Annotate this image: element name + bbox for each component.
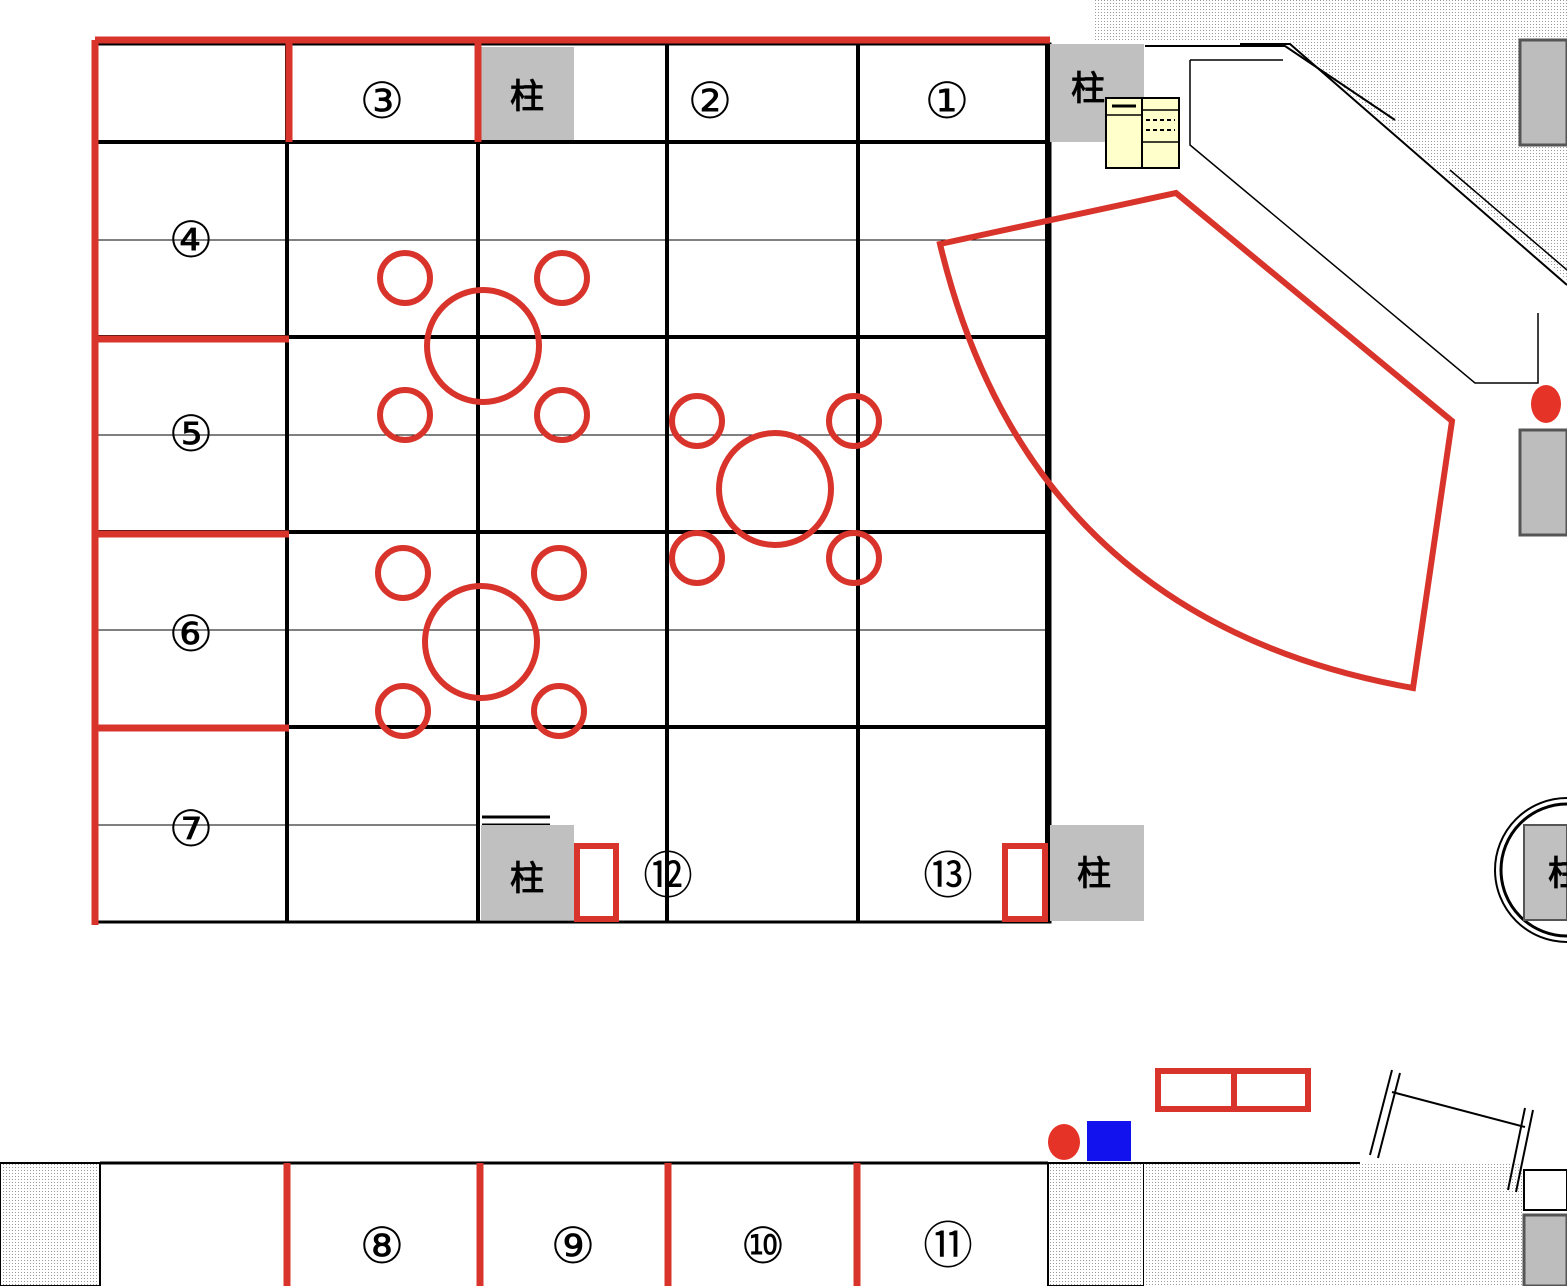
corridor-lines bbox=[1145, 43, 1567, 384]
booth-10-label: ⑩ bbox=[741, 1217, 786, 1275]
booth-9-label: ⑨ bbox=[551, 1217, 596, 1275]
booth-6-label: ⑥ bbox=[169, 605, 214, 663]
round-tables bbox=[375, 250, 882, 739]
round-table bbox=[377, 250, 590, 443]
pillar-label: 柱 bbox=[510, 859, 544, 899]
stage-area bbox=[936, 189, 1456, 692]
pillar-label: 柱 bbox=[1077, 854, 1111, 894]
markers bbox=[1048, 385, 1561, 1161]
booth-12-label: ⑫ bbox=[643, 847, 693, 905]
booth-3-label: ③ bbox=[360, 72, 405, 130]
door-symbol bbox=[1369, 1069, 1534, 1193]
round-table bbox=[669, 393, 882, 586]
red-boxes bbox=[574, 843, 1311, 1112]
round-column bbox=[1494, 797, 1567, 943]
booth-5-label: ⑤ bbox=[169, 405, 214, 463]
round-table bbox=[375, 545, 587, 739]
pillar-label: 柱 bbox=[1071, 69, 1105, 109]
booth-1-label: ① bbox=[925, 72, 970, 130]
pillar-label: 柱 bbox=[1548, 854, 1567, 894]
pillars: 柱 柱 柱 柱 柱 bbox=[481, 44, 1567, 921]
booth-labels: ① ② ③ ④ ⑤ ⑥ ⑦ ⑧ ⑨ ⑩ ⑪ ⑫ ⑬ bbox=[169, 72, 973, 1275]
booth-7-label: ⑦ bbox=[169, 800, 214, 858]
booth-2-label: ② bbox=[688, 72, 733, 130]
booth-13-label: ⑬ bbox=[923, 847, 973, 905]
pillar-label: 柱 bbox=[510, 77, 544, 117]
booth-4-label: ④ bbox=[169, 211, 214, 269]
booth-11-label: ⑪ bbox=[923, 1217, 973, 1275]
booth-grid bbox=[95, 42, 1052, 924]
booth-8-label: ⑧ bbox=[360, 1217, 405, 1275]
partitions bbox=[91, 36, 1050, 1286]
cabinet-icon bbox=[1105, 97, 1180, 169]
